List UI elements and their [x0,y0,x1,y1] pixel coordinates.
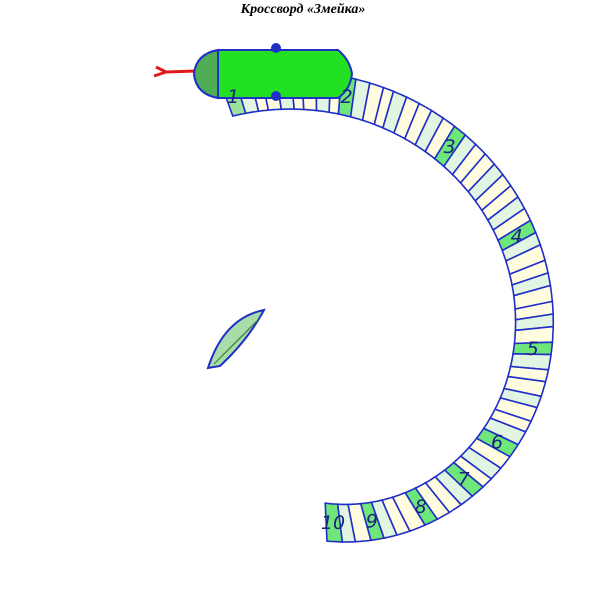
cell-number: 1 [227,86,239,108]
eye-icon [271,43,281,53]
cell-number: 9 [366,511,378,533]
snake-tongue [153,65,197,78]
cell-number: 10 [321,512,345,534]
eye-icon [271,91,281,101]
tail-hatching [213,310,264,365]
cell-number: 6 [491,432,503,454]
cell-number: 7 [457,469,469,491]
crossword-cell[interactable] [324,502,344,543]
page-title: Кроссворд «Змейка» [240,2,366,17]
cell-number: 4 [511,225,523,247]
cell-number: 5 [527,338,539,360]
cell-grid [218,70,555,543]
hatch-line [253,310,264,325]
cell-number: 3 [444,136,456,158]
cell-number: 8 [415,496,427,518]
snake-head [153,43,354,101]
snake-tail [206,308,266,370]
snake-snout [192,48,219,100]
cell-number: 2 [341,86,353,108]
